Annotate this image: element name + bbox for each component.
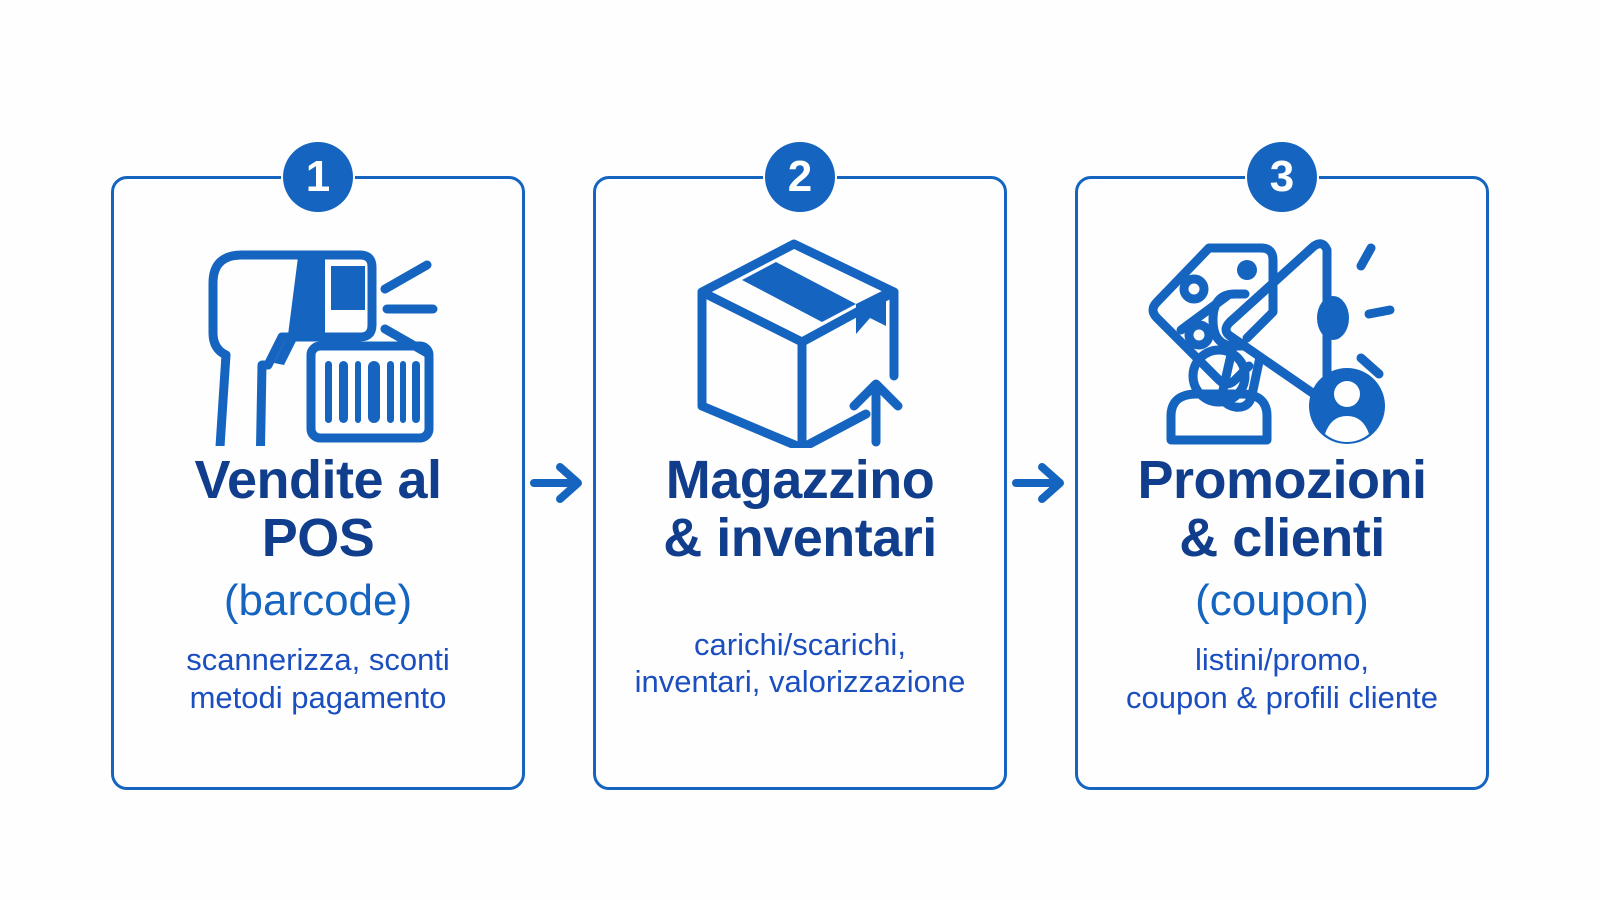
step-card-3-body: 3 <box>1075 142 1489 790</box>
promo-tag-megaphone-customers-icon <box>1078 231 1486 451</box>
barcode-scanner-icon <box>114 231 522 451</box>
step-paren-1: (barcode) <box>223 575 413 625</box>
step-title-1: Vendite al POS <box>194 450 442 569</box>
step-card-3: 3 <box>1075 142 1489 790</box>
step-card-2-body: 2 <box>593 142 1007 790</box>
shipping-box-icon <box>596 231 1004 451</box>
arrow-step-1-to-2 <box>525 176 593 790</box>
step-subtitle-3: listini/promo, coupon & profili cliente <box>1126 641 1438 715</box>
step-card-3-text: Promozioni & clienti (coupon) listini/pr… <box>1078 451 1486 717</box>
step-card-2-text: Magazzino & inventari carichi/scarichi, … <box>596 451 1004 701</box>
step-number-badge-3: 3 <box>1247 142 1317 212</box>
step-card-1: 1 <box>111 142 525 790</box>
step-card-1-text: Vendite al POS (barcode) scannerizza, sc… <box>114 451 522 717</box>
step-card-2: 2 <box>593 142 1007 790</box>
arrow-step-2-to-3 <box>1007 176 1075 790</box>
step-number-badge-1: 1 <box>283 142 353 212</box>
step-title-2: Magazzino & inventari <box>663 450 937 569</box>
step-title-3: Promozioni & clienti <box>1137 450 1428 569</box>
step-subtitle-2: carichi/scarichi, inventari, valorizzazi… <box>634 626 966 700</box>
step-paren-3: (coupon) <box>1195 575 1369 625</box>
step-subtitle-1: scannerizza, sconti metodi pagamento <box>186 641 450 715</box>
step-card-1-body: 1 <box>111 142 525 790</box>
step-number-badge-2: 2 <box>765 142 835 212</box>
